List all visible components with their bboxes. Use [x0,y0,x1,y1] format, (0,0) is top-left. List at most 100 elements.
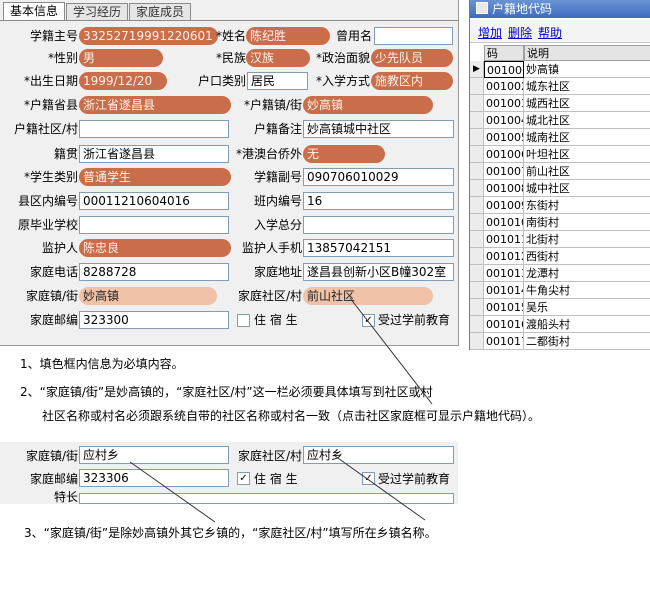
cell-code[interactable]: 001003 [484,95,524,112]
table-row[interactable]: ▶001001妙高镇 [470,61,650,78]
cell-description[interactable]: 北街村 [524,231,650,248]
cell-code[interactable]: 001010 [484,214,524,231]
select-jiatingzhen[interactable]: 妙高镇 [79,287,217,305]
select-ruxue[interactable]: 施教区内 [371,72,453,90]
select-minzu[interactable]: 汉族 [246,49,310,67]
cell-description[interactable]: 城西社区 [524,95,650,112]
row-selector[interactable] [470,265,484,282]
select-xueshengleibie[interactable]: 普通学生 [79,168,231,186]
input-hujibeizhu[interactable]: 妙高镇城中社区 [303,120,454,138]
row-selector[interactable] [470,214,484,231]
input-xuejizhuhao[interactable]: 33252719991220601 7 [79,27,218,45]
cell-description[interactable]: 吴乐 [524,299,650,316]
cell-code[interactable]: 001004 [484,112,524,129]
cell-code[interactable]: 001006 [484,146,524,163]
row-selector[interactable] [470,333,484,350]
row-selector[interactable] [470,231,484,248]
input-xianneibianhao[interactable]: 00011210604016 [79,192,229,210]
cell-description[interactable]: 东街村 [524,197,650,214]
row-selector[interactable] [470,180,484,197]
cell-description[interactable]: 叶坦社区 [524,146,650,163]
input-jianhurenshouji[interactable]: 13857042151 [303,239,454,257]
column-header-desc[interactable]: 说明 [524,45,650,61]
row-selector[interactable] [470,95,484,112]
row-selector[interactable] [470,282,484,299]
cell-code[interactable]: 001008 [484,180,524,197]
cell-code[interactable]: 001001 [484,61,524,78]
cell-code[interactable]: 001013 [484,265,524,282]
select-hujisheng[interactable]: 浙江省遂昌县 [79,96,231,114]
help-button[interactable]: 帮助 [538,26,563,40]
cell-description[interactable]: 城东社区 [524,78,650,95]
input-xuejifuhao[interactable]: 090706010029 [303,168,454,186]
input-chusheng[interactable]: 1999/12/20 [79,72,167,90]
cell-description[interactable]: 妙高镇 [524,61,650,78]
row-pointer-icon[interactable]: ▶ [470,61,484,78]
input-ruxuezongfen[interactable] [303,216,454,234]
input-cengyongming[interactable] [374,27,453,45]
row-selector[interactable] [470,146,484,163]
input-example-jiatingyoubian[interactable]: 323306 [79,469,229,487]
tab-basic-info[interactable]: 基本信息 [3,2,65,21]
input-jiatingyoubian[interactable]: 323300 [79,311,229,329]
tab-family-members[interactable]: 家庭成员 [129,3,191,20]
cell-description[interactable]: 二都街村 [524,333,650,350]
cell-description[interactable]: 西街村 [524,248,650,265]
cell-code[interactable]: 001014 [484,282,524,299]
select-jiatingshequ[interactable]: 前山社区 [303,287,433,305]
checkbox-example-zhusu[interactable]: ✓ [237,472,250,485]
row-selector[interactable] [470,112,484,129]
cell-code[interactable]: 001009 [484,197,524,214]
select-hujizhen[interactable]: 妙高镇 [303,96,433,114]
cell-description[interactable]: 南街村 [524,214,650,231]
row-selector[interactable] [470,163,484,180]
row-selector[interactable] [470,248,484,265]
select-xingbie[interactable]: 男 [79,49,163,67]
input-banneibianhao[interactable]: 16 [303,192,454,210]
cell-code[interactable]: 001007 [484,163,524,180]
row-selector[interactable] [470,78,484,95]
row-selector[interactable] [470,129,484,146]
input-jiguan[interactable]: 浙江省遂昌县 [79,145,229,163]
input-jianhuren[interactable]: 陈忠良 [79,239,231,257]
cell-code[interactable]: 001002 [484,78,524,95]
cell-code[interactable]: 001017 [484,333,524,350]
cell-description[interactable]: 渡船头村 [524,316,650,333]
input-yuanbiye[interactable] [79,216,229,234]
input-hujishequ[interactable] [79,120,229,138]
cell-description[interactable]: 前山社区 [524,163,650,180]
cell-description[interactable]: 牛角尖村 [524,282,650,299]
select-gangao[interactable]: 无 [303,145,385,163]
cell-description[interactable]: 城北社区 [524,112,650,129]
cell-description[interactable]: 龙潭村 [524,265,650,282]
tab-study-history[interactable]: 学习经历 [66,3,128,20]
cell-description[interactable]: 城南社区 [524,129,650,146]
input-jiatingdianhua[interactable]: 8288728 [79,263,229,281]
row-selector[interactable] [470,316,484,333]
input-xingming[interactable]: 陈纪胜 [246,27,330,45]
add-button[interactable]: 增加 [478,26,503,40]
cell-code[interactable]: 001012 [484,248,524,265]
delete-button[interactable]: 删除 [508,26,533,40]
input-example-partial[interactable] [79,493,454,504]
row-selector[interactable] [470,197,484,214]
cell-code[interactable]: 001016 [484,316,524,333]
input-jiatingdizhi[interactable]: 遂昌县创新小区B幢302室 [303,263,454,281]
cell-code[interactable]: 001005 [484,129,524,146]
checkbox-zhusu[interactable] [237,314,250,327]
